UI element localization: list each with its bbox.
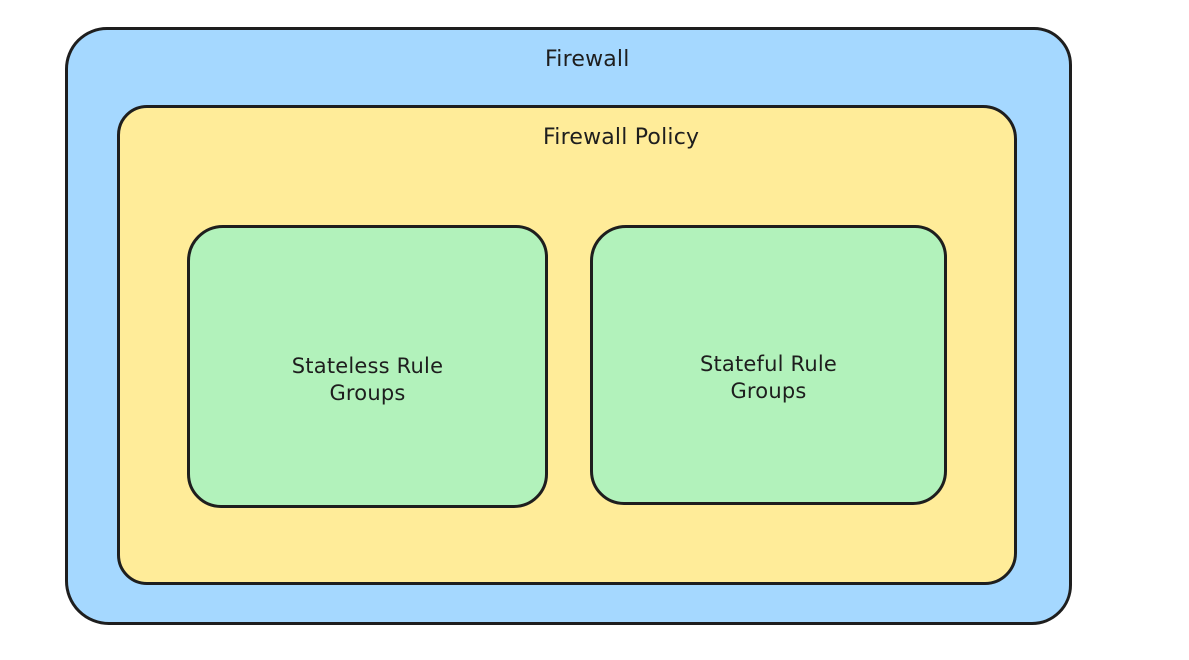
stateful-rule-groups-box: Stateful Rule Groups [590, 225, 947, 505]
firewall-container-box: Firewall Firewall Policy Stateless Rule … [65, 27, 1072, 625]
stateless-rule-groups-box: Stateless Rule Groups [187, 225, 548, 508]
stateful-rule-groups-label: Stateful Rule Groups [699, 352, 838, 403]
firewall-label: Firewall [545, 47, 630, 72]
firewall-policy-label: Firewall Policy [543, 125, 700, 150]
stateless-rule-groups-label: Stateless Rule Groups [291, 353, 444, 405]
firewall-policy-container-box: Firewall Policy Stateless Rule Groups St… [117, 105, 1017, 585]
